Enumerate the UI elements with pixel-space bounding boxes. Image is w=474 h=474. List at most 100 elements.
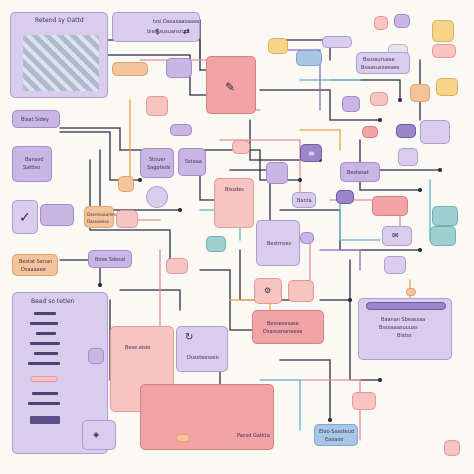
wire bbox=[319, 249, 361, 271]
list-bar bbox=[34, 312, 56, 315]
dollar-icon: $ bbox=[155, 27, 161, 36]
left-node-e[interactable] bbox=[40, 204, 74, 226]
left-node-g-label: Bose Sdesal bbox=[95, 257, 126, 263]
teal-node-a[interactable] bbox=[432, 206, 458, 226]
center-node-c[interactable]: Bissdes bbox=[214, 178, 254, 228]
center-node-sstaaa[interactable]: Sstaaa bbox=[178, 148, 206, 176]
chip-icon: ≡ bbox=[308, 149, 315, 158]
center-node-k[interactable]: Bessesesase Dsassananeeea bbox=[252, 310, 324, 344]
left-node-b-sub: Sattiso bbox=[23, 165, 41, 171]
left-node-g[interactable]: Bose Sdesal bbox=[88, 250, 132, 268]
wire bbox=[259, 379, 301, 431]
right-node-k[interactable] bbox=[352, 392, 376, 410]
node-top-8[interactable] bbox=[432, 20, 454, 42]
center-small-node[interactable] bbox=[118, 176, 134, 192]
center-main-node[interactable]: ✎ bbox=[206, 56, 256, 114]
left-node-c[interactable]: Dssensasamm Daseaeeso bbox=[84, 206, 116, 228]
left-node-f[interactable] bbox=[116, 210, 138, 228]
center-node-m[interactable]: Dussteessen ↻ bbox=[176, 326, 228, 372]
right-node-n[interactable] bbox=[406, 288, 416, 296]
left-node-c-sub: Daseaeeso bbox=[87, 219, 109, 224]
gear-icon: ⚙ bbox=[264, 286, 272, 295]
pin-dot bbox=[98, 283, 102, 287]
node-top-3[interactable] bbox=[268, 38, 288, 54]
center-node-d[interactable]: Bestmses bbox=[256, 220, 300, 266]
hatch-icon bbox=[23, 35, 99, 91]
chip-node[interactable]: ≡ bbox=[300, 144, 322, 162]
center-node-sstaaa-label: Sstaaa bbox=[185, 159, 202, 165]
diagram-title: Retend sy Oattd bbox=[35, 17, 84, 24]
gear-node[interactable]: ⚙ bbox=[254, 278, 282, 304]
node-top-2[interactable] bbox=[166, 58, 192, 78]
right-node-e[interactable] bbox=[342, 96, 360, 112]
node-top-6[interactable] bbox=[374, 16, 388, 30]
header-node[interactable]: Ivsi Dasasaasaaea bied susuansrudi $ ⇄ bbox=[112, 12, 200, 42]
wire bbox=[89, 159, 171, 261]
center-node-c-label: Bissdes bbox=[225, 187, 244, 193]
center-bottom-node[interactable]: Pacsd Gatkta bbox=[140, 384, 274, 450]
center-node-f[interactable]: Banta bbox=[292, 192, 316, 208]
pin-dot bbox=[348, 298, 352, 302]
node-top-5[interactable] bbox=[322, 36, 352, 48]
center-node-j[interactable] bbox=[288, 280, 314, 302]
center-node-a[interactable] bbox=[146, 96, 168, 116]
pin-dot bbox=[328, 418, 332, 422]
left-node-a[interactable]: Bisat Sidey bbox=[12, 110, 60, 128]
right-node-m[interactable] bbox=[300, 232, 314, 244]
center-node-stouer-sub: Sagpteds bbox=[147, 165, 171, 171]
wire bbox=[259, 89, 381, 121]
right-node-bottom[interactable]: Eloo Ssasteud Eaoaoo bbox=[314, 424, 358, 446]
node-top-9[interactable] bbox=[432, 44, 456, 58]
right-node-bottom-title: Eloo Ssasteud bbox=[319, 429, 355, 435]
envelope-icon: ✉ bbox=[392, 231, 399, 240]
header-node-title: Ivsi Dasasaasaaea bbox=[153, 19, 200, 25]
right-node-b[interactable] bbox=[436, 78, 458, 96]
right-node-d[interactable] bbox=[370, 92, 388, 106]
center-node-f-label: Banta bbox=[297, 198, 312, 204]
right-node-stripe[interactable] bbox=[366, 302, 446, 310]
right-node-g[interactable] bbox=[420, 120, 450, 144]
center-node-o[interactable] bbox=[266, 162, 288, 184]
right-node-a[interactable]: Bsussuruase Bsaasusoeeaes bbox=[356, 52, 410, 74]
pin-dot bbox=[178, 208, 182, 212]
list-side-node[interactable] bbox=[88, 348, 104, 364]
teal-node-c[interactable] bbox=[206, 236, 226, 252]
center-node-n[interactable] bbox=[232, 140, 250, 154]
bottom-left-node[interactable]: ◈ bbox=[82, 420, 116, 450]
pin-dot bbox=[418, 248, 422, 252]
right-node-j[interactable] bbox=[384, 256, 406, 274]
pin-dot bbox=[138, 178, 142, 182]
left-node-b[interactable]: Banasd Sattiso bbox=[12, 146, 52, 182]
left-node-a-label: Bisat Sidey bbox=[21, 117, 49, 123]
node-top-4[interactable] bbox=[296, 50, 322, 66]
right-node-a-title: Bsussuruase bbox=[363, 57, 395, 63]
pin-dot bbox=[418, 188, 422, 192]
left-node-check[interactable]: ✓ bbox=[12, 200, 38, 234]
right-node-h[interactable] bbox=[362, 126, 378, 138]
center-bottom-small[interactable] bbox=[176, 434, 190, 442]
center-node-b[interactable] bbox=[170, 124, 192, 136]
pin-dot bbox=[378, 378, 382, 382]
node-top-1[interactable] bbox=[112, 62, 148, 76]
right-node-i[interactable] bbox=[398, 148, 418, 166]
center-node-m-label: Dussteessen bbox=[187, 355, 219, 361]
list-bar bbox=[34, 352, 58, 355]
right-node-l[interactable] bbox=[444, 440, 460, 456]
center-node-g[interactable] bbox=[336, 190, 354, 204]
wire bbox=[359, 139, 421, 191]
center-node-i[interactable] bbox=[166, 258, 188, 274]
center-round-node[interactable] bbox=[146, 186, 168, 208]
center-node-h[interactable] bbox=[372, 196, 408, 216]
node-top-7[interactable] bbox=[394, 14, 410, 28]
left-node-d[interactable]: Bestat Senan Dsaaaaee bbox=[12, 254, 58, 276]
center-node-e[interactable]: Bestesat bbox=[340, 162, 380, 182]
check-icon: ✓ bbox=[19, 210, 31, 226]
list-bar bbox=[28, 362, 60, 365]
right-node-f[interactable] bbox=[396, 124, 416, 138]
teal-node-b[interactable] bbox=[430, 226, 456, 246]
right-node-c[interactable] bbox=[410, 84, 430, 102]
envelope-node[interactable]: ✉ bbox=[382, 226, 412, 246]
list-tag bbox=[30, 376, 58, 382]
wire bbox=[329, 79, 401, 101]
center-node-stouer[interactable]: Stouer Sagpteds bbox=[140, 148, 174, 178]
